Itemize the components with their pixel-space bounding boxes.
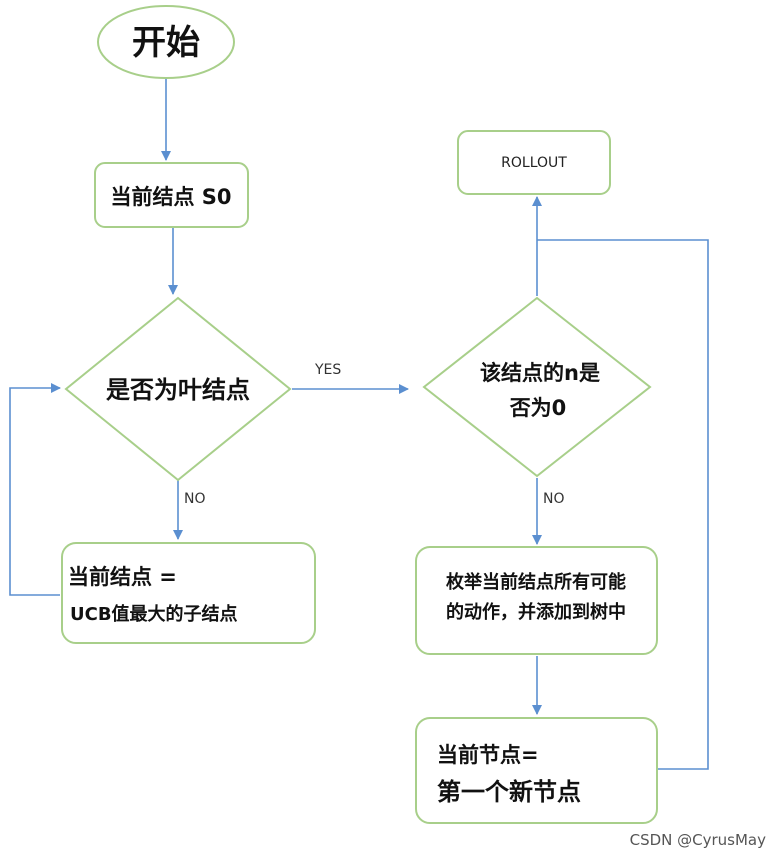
watermark: CSDN @CyrusMay: [630, 831, 767, 849]
edges: [9, 78, 709, 770]
node-select-ucb: 当前结点 = UCB值最大的子结点: [61, 542, 316, 644]
node-start-shape: [97, 5, 235, 79]
node-current-s0-label: 当前结点 S0: [110, 185, 231, 209]
edge-label-no-right: NO: [543, 491, 565, 507]
node-expand-line2: 的动作，并添加到树中: [446, 601, 626, 623]
node-new-node-line1: 当前节点=: [437, 743, 539, 767]
node-n-zero-line2: 否为0: [510, 396, 567, 420]
node-is-leaf: 是否为叶结点: [64, 296, 292, 482]
edge-label-yes: YES: [314, 362, 341, 378]
node-current-s0-shape: [94, 162, 249, 228]
node-expand-shape: [415, 546, 658, 655]
node-select-ucb-shape: [61, 542, 316, 644]
node-n-zero-shape: [422, 296, 652, 478]
edge-newnode-to-rollout: [537, 239, 709, 770]
node-start: 开始: [97, 5, 235, 79]
node-start-label: 开始: [132, 23, 200, 63]
node-new-node-shape: [415, 717, 658, 824]
node-select-ucb-line2: UCB值最大的子结点: [70, 603, 238, 625]
node-new-node: 当前节点= 第一个新节点: [415, 717, 658, 824]
node-current-s0: 当前结点 S0: [94, 162, 249, 228]
node-new-node-line2: 第一个新节点: [437, 778, 581, 806]
node-expand-line1: 枚举当前结点所有可能: [446, 571, 626, 593]
node-n-zero-line1: 该结点的n是: [480, 361, 600, 385]
node-select-ucb-line1: 当前结点 =: [68, 565, 177, 589]
edge-ucb-loop-back: [9, 383, 61, 596]
node-rollout-shape: [457, 130, 611, 195]
node-is-leaf-label: 是否为叶结点: [106, 376, 250, 404]
node-expand: 枚举当前结点所有可能 的动作，并添加到树中: [415, 546, 658, 655]
node-n-zero: 该结点的n是 否为0: [422, 296, 652, 478]
node-rollout: ROLLOUT: [457, 130, 611, 195]
node-is-leaf-shape: [64, 296, 292, 482]
node-rollout-label: ROLLOUT: [501, 155, 567, 171]
edge-label-no-left: NO: [184, 491, 206, 507]
